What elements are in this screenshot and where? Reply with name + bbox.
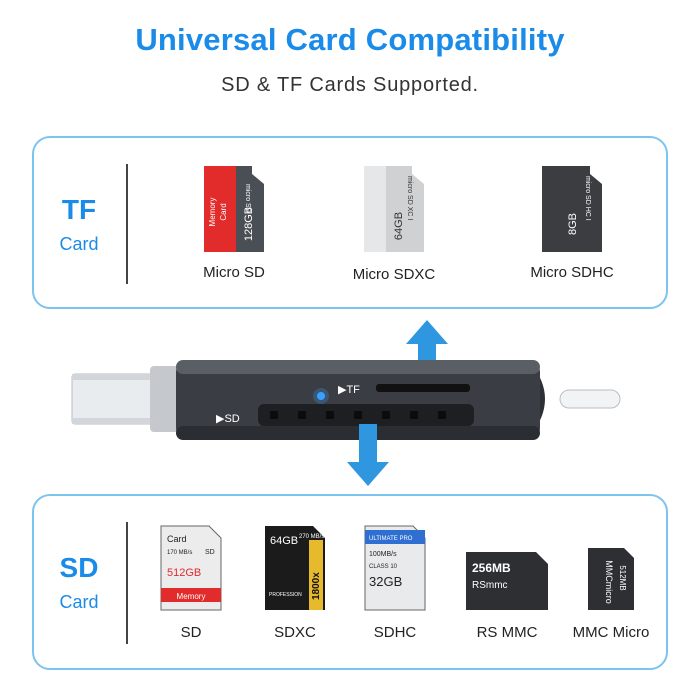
sd-card-sdxc: 64GB 270 MB/s 1800x PROFESSION SDXC bbox=[260, 524, 330, 641]
card-top-text: Card bbox=[167, 534, 187, 544]
sdhc-card-icon: ULTIMATE PRO 100MB/s CLASS 10 32GB bbox=[364, 525, 426, 611]
card-capacity: 32GB bbox=[369, 574, 402, 589]
card-speed: 270 MB/s bbox=[299, 534, 324, 540]
sd-card-sdhc: ULTIMATE PRO 100MB/s CLASS 10 32GB SDHC bbox=[360, 524, 430, 641]
card-speed: 170 MB/s bbox=[167, 550, 192, 556]
sd-card-mmc-micro: MMCmicro 512MB MMC Micro bbox=[569, 546, 653, 641]
card-side-text: 1800x bbox=[311, 572, 322, 600]
micro-sdhc-card-icon: 8GB micro SD HC I bbox=[542, 166, 602, 252]
sd-card-label: RS MMC bbox=[476, 624, 538, 641]
card-type-text: RSmmc bbox=[472, 580, 508, 591]
tf-card-micro-sd: Memory Card 128GB micro SD Micro SD bbox=[184, 164, 284, 281]
sd-card-label: SDXC bbox=[274, 624, 316, 641]
page-subtitle: SD & TF Cards Supported. bbox=[221, 74, 479, 96]
tf-heading-label: TF bbox=[61, 194, 97, 225]
card-capacity: 64GB bbox=[270, 535, 298, 547]
card-face-text-2: Card bbox=[219, 203, 228, 220]
tf-slot-label: ▶TF bbox=[338, 384, 360, 396]
card-capacity: 512MB bbox=[618, 565, 627, 590]
up-arrow-icon bbox=[406, 320, 448, 384]
sd-card-panel: SD Card Card 170 MB/s SD 512GB Memory SD… bbox=[32, 494, 668, 670]
card-top-text: ULTIMATE PRO bbox=[369, 536, 413, 542]
card-reader-device: ▶TF ▶SD bbox=[71, 320, 621, 486]
card-capacity: 64GB bbox=[393, 212, 405, 240]
led-indicator bbox=[317, 392, 325, 400]
divider bbox=[126, 522, 128, 644]
sd-slot bbox=[258, 404, 474, 426]
tf-card-label: Micro SD bbox=[203, 264, 265, 281]
sd-subheading-label: Card bbox=[59, 592, 99, 612]
tf-card-label: Micro SDXC bbox=[352, 266, 436, 283]
sd-card-icon: Card 170 MB/s SD 512GB Memory bbox=[160, 525, 222, 611]
down-arrow-icon bbox=[347, 424, 389, 486]
card-capacity: 512GB bbox=[167, 567, 201, 579]
tf-slot bbox=[376, 384, 470, 392]
tf-card-label: Micro SDHC bbox=[530, 264, 614, 281]
tf-heading: TF Card bbox=[34, 194, 124, 255]
card-capacity: 256MB bbox=[472, 561, 511, 575]
sd-card-label: SDHC bbox=[373, 624, 417, 641]
divider bbox=[126, 164, 128, 284]
sd-heading-label: SD bbox=[59, 552, 99, 583]
sdxc-card-icon: 64GB 270 MB/s 1800x PROFESSION bbox=[265, 526, 325, 610]
sd-card-label: MMC Micro bbox=[572, 624, 650, 641]
tf-subheading-label: Card bbox=[59, 234, 99, 254]
tf-card-micro-sdhc: 8GB micro SD HC I Micro SDHC bbox=[512, 164, 632, 281]
card-brand: micro SD bbox=[244, 184, 251, 213]
sd-card-rs-mmc: 256MB RSmmc RS MMC bbox=[462, 550, 552, 641]
micro-sdxc-card-icon: 64GB micro SD XC I bbox=[364, 166, 424, 252]
card-class: CLASS 10 bbox=[369, 564, 398, 570]
card-brand: micro SD HC I bbox=[584, 176, 591, 221]
card-face-text-1: Memory bbox=[208, 198, 217, 227]
mmc-micro-card-icon: MMCmicro 512MB bbox=[588, 548, 634, 610]
page-title: Universal Card Compatibility bbox=[135, 22, 565, 57]
card-brand: micro SD XC I bbox=[406, 176, 413, 220]
tf-card-panel: TF Card Memory Card 128GB micro SD Micro… bbox=[32, 136, 668, 309]
card-mark: SD bbox=[205, 549, 215, 556]
card-capacity: 128GB bbox=[243, 207, 255, 241]
card-speed: 100MB/s bbox=[369, 551, 397, 558]
sd-card-label: SD bbox=[180, 624, 202, 641]
sd-heading: SD Card bbox=[34, 552, 124, 613]
card-type-text: MMCmicro bbox=[604, 560, 614, 604]
card-line-text: PROFESSION bbox=[269, 592, 302, 598]
sd-card-sd: Card 170 MB/s SD 512GB Memory SD bbox=[156, 524, 226, 641]
usb-plug-icon bbox=[71, 366, 193, 432]
tf-card-micro-sdxc: 64GB micro SD XC I Micro SDXC bbox=[339, 164, 449, 283]
rs-mmc-card-icon: 256MB RSmmc bbox=[466, 552, 548, 610]
micro-sd-card-icon: Memory Card 128GB micro SD bbox=[204, 166, 264, 252]
card-band-text: Memory bbox=[177, 592, 206, 601]
reader-body bbox=[176, 360, 540, 440]
card-capacity: 8GB bbox=[567, 213, 579, 235]
sd-slot-label: ▶SD bbox=[216, 413, 240, 425]
